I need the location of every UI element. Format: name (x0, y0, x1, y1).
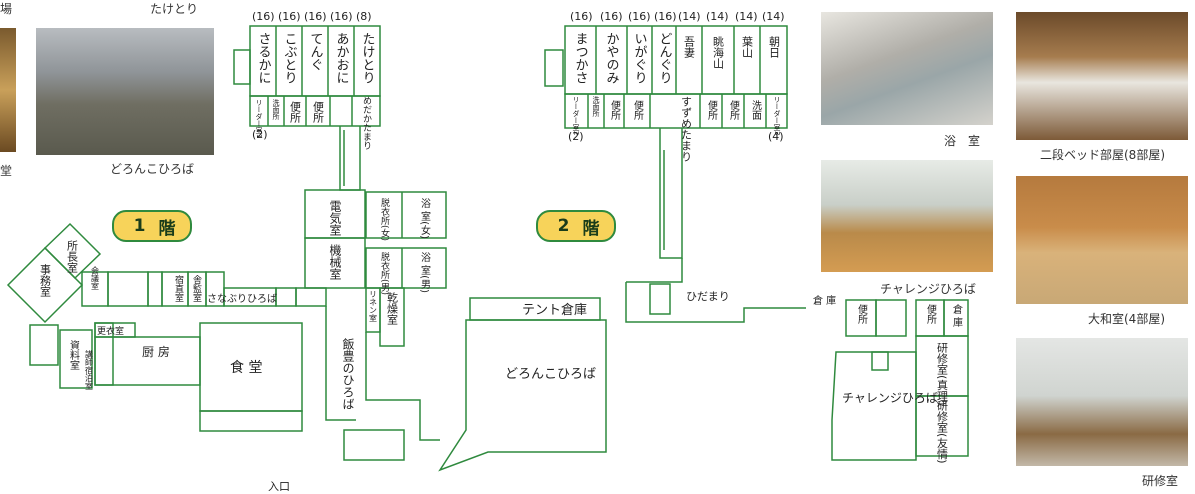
cap-2f-2: (16) (600, 10, 623, 23)
room-hayama: 葉山 (741, 35, 754, 58)
room-toilet-2f-f: 便所 (925, 303, 937, 325)
cap-2f-6: (14) (706, 10, 729, 23)
room-toilet-2f-d: 便所 (728, 99, 740, 121)
room-senmen: 洗面 (750, 100, 762, 121)
room-shochou: 所長室 (66, 240, 79, 273)
cap-2f-1: (16) (570, 10, 593, 23)
cap-2f-two: (2) (568, 130, 584, 143)
room-leader2: リーダー室2 (572, 96, 580, 135)
floor-1-badge: 1 階 (112, 210, 192, 242)
room-kikai: 機械室 (328, 243, 342, 280)
room-toilet-1f-a: 便所 (289, 101, 302, 124)
room-datsui-f: 脱衣所(女) (379, 197, 390, 241)
room-toilet-1f-b: 便所 (312, 101, 325, 124)
photo-bath (821, 12, 993, 125)
cap-kobutori: (16) (278, 10, 301, 23)
room-matsukasa: まつかさ (573, 32, 588, 84)
floor-2-kanji: 階 (582, 218, 600, 239)
floor-1-kanji: 階 (158, 218, 176, 239)
entrance-label: 入口 (268, 480, 290, 493)
room-doronko: どろんこひろば (505, 367, 596, 382)
room-toilet-2f-e: 便所 (856, 303, 868, 325)
room-washroom-1f: 洗面所 (272, 98, 280, 121)
room-koui: 更衣室 (97, 325, 124, 337)
floor-2-number: 2 (552, 215, 575, 237)
room-kanso: 乾燥室 (386, 292, 399, 325)
room-iiyutaka: 飯豊のひろば (341, 337, 355, 410)
caption-bunk: 二段ベッド部屋(8部屋) (1040, 148, 1165, 162)
room-hidamari: ひだまり (686, 290, 730, 303)
room-kankan: 舎監室 (191, 275, 202, 302)
photo-left-edge (0, 28, 16, 152)
caption-challenge: チャレンジひろば (880, 282, 976, 296)
room-akaoni: あかおに (334, 32, 349, 84)
photo-yamato (1016, 176, 1188, 304)
room-igaguri: いがぐり (632, 32, 648, 84)
room-kaigishitsu: 会議室 (91, 265, 100, 290)
room-bath-f: 浴 室(女) (419, 198, 431, 239)
caption-yamato: 大和室(4部屋) (1088, 312, 1165, 326)
room-datsui-m: 脱衣所(男) (379, 251, 390, 295)
room-sarukani: さるかに (256, 32, 271, 84)
cap-taketori: (8) (356, 10, 372, 23)
room-choukai: 眺海山 (712, 36, 725, 69)
room-leader3: リーダー室3 (773, 96, 781, 135)
caption-top-left: たけとり (150, 2, 199, 16)
cap-2f-3: (16) (628, 10, 651, 23)
caption-kenshu: 研修室 (1142, 474, 1179, 488)
room-challenge: チャレンジひろば (842, 391, 938, 405)
room-souko-2f: 倉 庫 (813, 294, 836, 307)
room-denki: 電気室 (328, 200, 342, 236)
room-donguri: どんぐり (657, 32, 672, 84)
room-toilet-2f-a: 便所 (609, 99, 621, 121)
caption-bath: 浴 室 (944, 134, 981, 148)
room-toilet-2f-b: 便所 (632, 99, 644, 121)
cap-2f-4: (16) (654, 10, 677, 23)
room-koushi: 講師宿泊室 (85, 349, 94, 390)
cap-2f-7: (14) (735, 10, 758, 23)
room-sanabori: さなぶりひろば (207, 293, 277, 305)
caption-left-edge-top: 場 (0, 2, 13, 16)
floor-2-badge: 2 階 (536, 210, 616, 242)
photo-kenshu (1016, 338, 1188, 466)
room-shiryo: 資料室 (68, 340, 80, 370)
room-bath-m: 浴 室(男) (419, 252, 431, 293)
room-souko-2f-b: 倉 庫 (951, 303, 963, 328)
room-chubo: 厨 房 (142, 344, 170, 359)
room-shukuchoku: 宿直室 (173, 274, 184, 302)
room-toilet-2f-c: 便所 (706, 99, 718, 121)
room-medaka: めだかたまり (361, 96, 372, 150)
room-tengu: てんぐ (308, 32, 323, 71)
floor-1-number: 1 (128, 215, 151, 237)
photo-bunk (1016, 12, 1188, 140)
cap-akaoni: (16) (330, 10, 353, 23)
photo-challenge (821, 160, 993, 272)
room-kayanomi: かやのみ (604, 32, 620, 84)
room-yujo: 研修室(友情) (936, 400, 949, 464)
cap-2f-four: (4) (768, 130, 784, 143)
caption-doronko: どろんこひろば (110, 162, 195, 176)
cap-tengu: (16) (304, 10, 327, 23)
room-jimu: 事務室 (39, 264, 52, 297)
room-tent: テント倉庫 (522, 303, 587, 318)
caption-left-edge-bottom: 堂 (0, 164, 13, 178)
room-linen: リネン室 (369, 290, 378, 322)
room-leader1: リーダー室1 (255, 99, 263, 138)
room-shinri: 研修室(真理) (936, 342, 949, 406)
photo-doronko (36, 28, 214, 155)
cap-sarukani: (16) (252, 10, 275, 23)
room-asahi: 朝日 (768, 36, 781, 58)
room-kobutori: こぶとり (282, 32, 298, 84)
cap-2f-8: (14) (762, 10, 785, 23)
cap-2f-5: (14) (678, 10, 701, 23)
room-suzume: すずめたまり (680, 96, 693, 162)
cap-two-1f: (2) (252, 128, 268, 141)
room-shokudo: 食 堂 (230, 359, 262, 376)
room-taketori: たけとり (360, 32, 375, 84)
room-agatsuma: 吾妻 (683, 36, 696, 59)
room-washroom-2f: 洗面所 (592, 95, 600, 118)
